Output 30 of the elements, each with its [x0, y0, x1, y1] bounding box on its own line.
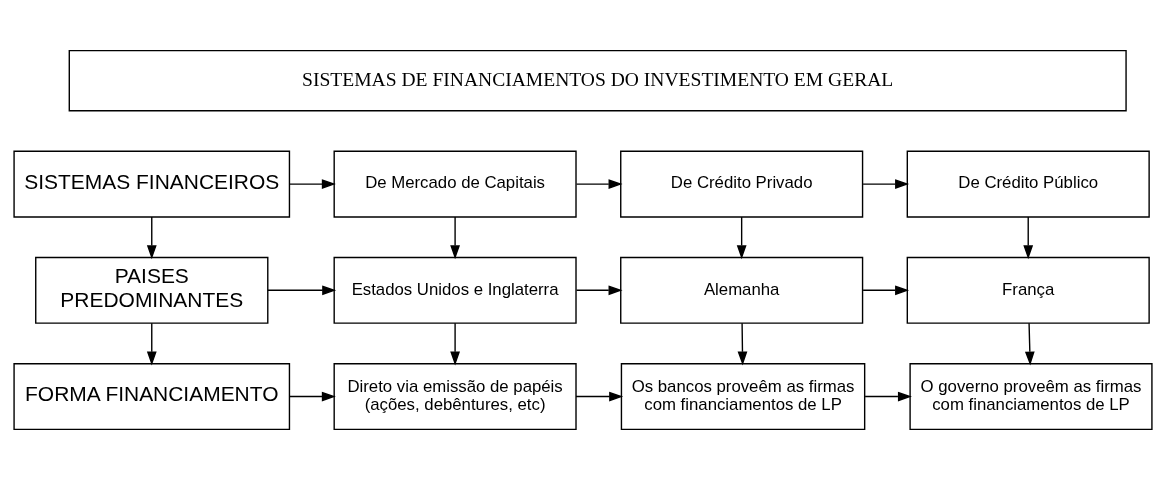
node-box: De Crédito Privado [620, 150, 864, 218]
node-box: De Crédito Público [906, 150, 1150, 218]
arrow [289, 391, 336, 401]
node-box: Direto via emissão de papéis (ações, debêntures, etc) [333, 362, 577, 430]
node-box: Os bancos proveêm as firmas com financiamentos de LP [620, 362, 866, 430]
arrow [146, 215, 157, 259]
arrow [289, 178, 336, 189]
node-box: Estados Unidos e Inglaterra [333, 256, 577, 324]
arrow [1024, 322, 1035, 365]
arrow [267, 284, 337, 295]
arrow [864, 391, 912, 401]
arrow [736, 215, 747, 259]
node-box: SISTEMAS DE FINANCIAMENTOS DO INVESTIMENTO EM GERAL [68, 49, 1127, 111]
node-box: FORMA FINANCIAMENTO [13, 362, 291, 430]
node-box: Alemanha [620, 256, 864, 324]
arrow [575, 178, 623, 189]
arrow [862, 284, 910, 295]
node-box: De Mercado de Capitais [333, 150, 577, 218]
arrow [450, 215, 460, 259]
arrow [146, 322, 157, 365]
node-box: França [906, 256, 1150, 324]
arrow [575, 391, 624, 401]
node-box: SISTEMAS FINANCEIROS [13, 150, 291, 218]
arrow [862, 178, 910, 189]
node-box: PAISES PREDOMINANTES [35, 256, 269, 324]
arrow [575, 284, 623, 295]
node-box: O governo proveêm as firmas com financiamentos de LP [909, 362, 1153, 430]
arrow [450, 322, 460, 365]
arrow [1023, 215, 1034, 259]
arrow [737, 322, 748, 366]
